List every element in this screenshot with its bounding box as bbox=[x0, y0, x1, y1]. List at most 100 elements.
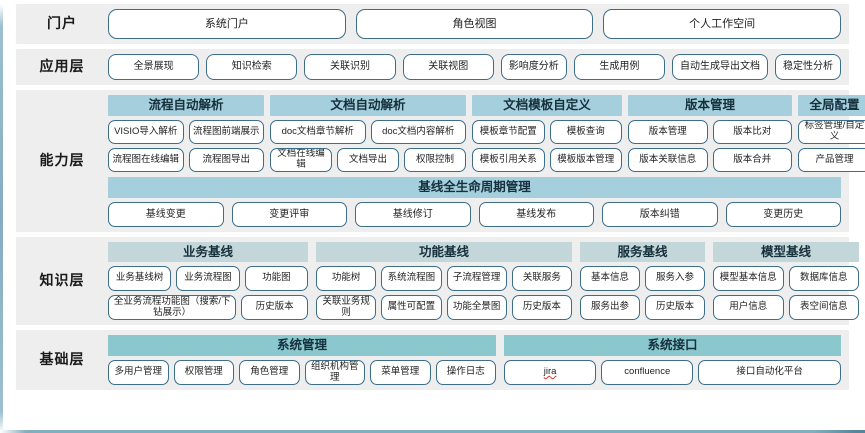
app-item-panorama[interactable]: 全景展现 bbox=[108, 54, 200, 80]
baseline-item-change-history[interactable]: 变更历史 bbox=[725, 202, 841, 227]
capability-group-document-parsing: 文档自动解析 doc文档章节解析 doc文档内容解析 文档在线编辑 文档导出 权… bbox=[270, 95, 466, 172]
cap-cell-template-version-manage[interactable]: 模板版本管理 bbox=[549, 148, 622, 172]
cap-cell-doc-content-parse[interactable]: doc文档内容解析 bbox=[370, 120, 466, 144]
cap-cell-template-reference-relation[interactable]: 模板引用关系 bbox=[472, 148, 545, 172]
layer-portal: 门户 系统门户 角色视图 个人工作空间 bbox=[16, 4, 849, 44]
knowledge-group-row: 服务出参 历史版本 bbox=[580, 295, 705, 320]
kn-cell-history-version[interactable]: 历史版本 bbox=[241, 295, 308, 320]
cap-cell-flowchart-export[interactable]: 流程图导出 bbox=[188, 148, 264, 172]
capability-group-doc-template-custom: 文档模板自定义 模板章节配置 模板查询 模板引用关系 模板版本管理 bbox=[472, 95, 622, 172]
app-item-relation-view[interactable]: 关联视图 bbox=[402, 54, 494, 80]
app-item-auto-export-doc[interactable]: 自动生成导出文档 bbox=[672, 54, 769, 80]
app-item-knowledge-search[interactable]: 知识检索 bbox=[206, 54, 298, 80]
kn-cell-model-basic-info[interactable]: 模型基本信息 bbox=[713, 266, 784, 291]
kn-cell-related-service[interactable]: 关联服务 bbox=[511, 266, 572, 291]
app-item-impact-analysis[interactable]: 影响度分析 bbox=[500, 54, 567, 80]
cap-cell-flowchart-online-edit[interactable]: 流程图在线编辑 bbox=[108, 148, 184, 172]
baseline-item-version-correction[interactable]: 版本纠错 bbox=[602, 202, 718, 227]
layer-label-capability: 能力层 bbox=[39, 152, 85, 169]
cap-cell-visio-import-parse[interactable]: VISIO导入解析 bbox=[108, 120, 184, 144]
base-group-system-interface: 系统接口 jira confluence 接口自动化平台 bbox=[504, 335, 842, 385]
cap-cell-template-chapter-config[interactable]: 模板章节配置 bbox=[472, 120, 545, 144]
layer-body-capability: 流程自动解析 VISIO导入解析 流程图前端展示 流程图在线编辑 流程图导出 文… bbox=[108, 95, 865, 227]
capability-group-row: 版本管理 版本比对 bbox=[628, 120, 792, 144]
baseline-item-release[interactable]: 基线发布 bbox=[478, 202, 594, 227]
base-cell-operation-log[interactable]: 操作日志 bbox=[435, 360, 496, 385]
base-cell-role-manage[interactable]: 角色管理 bbox=[239, 360, 300, 385]
kn-cell-full-business-process-function-chart[interactable]: 全业务流程功能图（搜索/下钻展示） bbox=[108, 295, 237, 320]
cap-cell-version-merge[interactable]: 版本合并 bbox=[712, 148, 792, 172]
layer-body-base: 系统管理 多用户管理 权限管理 角色管理 组织机构管理 菜单管理 操作日志 系统… bbox=[108, 335, 842, 385]
kn-cell-basic-info[interactable]: 基本信息 bbox=[580, 266, 640, 291]
base-cell-jira[interactable]: jira bbox=[504, 360, 597, 385]
base-cell-permission-manage[interactable]: 权限管理 bbox=[173, 360, 234, 385]
capability-group-title: 版本管理 bbox=[628, 95, 792, 116]
capability-group-process-parsing: 流程自动解析 VISIO导入解析 流程图前端展示 流程图在线编辑 流程图导出 bbox=[108, 95, 264, 172]
cap-cell-flowchart-frontend-display[interactable]: 流程图前端展示 bbox=[188, 120, 264, 144]
layer-body-application: 全景展现 知识检索 关联识别 关联视图 影响度分析 生成用例 自动生成导出文档 … bbox=[108, 54, 842, 80]
knowledge-group-row: 用户信息 表空间信息 bbox=[713, 295, 859, 320]
base-cell-multi-user-manage[interactable]: 多用户管理 bbox=[108, 360, 169, 385]
kn-cell-business-flowchart[interactable]: 业务流程图 bbox=[176, 266, 240, 291]
kn-cell-user-info[interactable]: 用户信息 bbox=[713, 295, 784, 320]
cap-cell-doc-chapter-parse[interactable]: doc文档章节解析 bbox=[270, 120, 366, 144]
cap-cell-tag-manage-custom[interactable]: 标签管理/自定义 bbox=[798, 120, 865, 144]
kn-cell-attribute-configurable[interactable]: 属性可配置 bbox=[381, 295, 442, 320]
cap-cell-doc-online-edit[interactable]: 文档在线编辑 bbox=[270, 148, 332, 172]
layer-label-knowledge: 知识层 bbox=[39, 272, 85, 289]
knowledge-group-row: 基本信息 服务入参 bbox=[580, 266, 705, 291]
cap-cell-permission-control[interactable]: 权限控制 bbox=[404, 148, 466, 172]
knowledge-group-row: 业务基线树 业务流程图 功能图 bbox=[108, 266, 308, 291]
knowledge-group-row: 功能树 系统流程图 子流程管理 关联服务 bbox=[316, 266, 572, 291]
knowledge-group-title: 功能基线 bbox=[316, 242, 572, 262]
kn-cell-database-info[interactable]: 数据库信息 bbox=[788, 266, 859, 291]
baseline-item-revision[interactable]: 基线修订 bbox=[355, 202, 471, 227]
capability-group-row: 模板引用关系 模板版本管理 bbox=[472, 148, 622, 172]
kn-cell-function-panorama[interactable]: 功能全景图 bbox=[446, 295, 507, 320]
kn-cell-history-version[interactable]: 历史版本 bbox=[645, 295, 705, 320]
capability-group-row: 流程图在线编辑 流程图导出 bbox=[108, 148, 264, 172]
kn-cell-tablespace-info[interactable]: 表空间信息 bbox=[788, 295, 859, 320]
layer-label-base: 基础层 bbox=[39, 351, 85, 368]
kn-cell-service-input-param[interactable]: 服务入参 bbox=[645, 266, 705, 291]
base-cell-menu-manage[interactable]: 菜单管理 bbox=[370, 360, 431, 385]
kn-cell-related-business-rule[interactable]: 关联业务规则 bbox=[316, 295, 377, 320]
capability-group-title: 文档自动解析 bbox=[270, 95, 466, 116]
capability-baseline-block: 基线全生命周期管理 基线变更 变更评审 基线修订 基线发布 版本纠错 变更历史 bbox=[108, 177, 841, 227]
base-cell-org-structure-manage[interactable]: 组织机构管理 bbox=[304, 360, 365, 385]
base-cell-confluence[interactable]: confluence bbox=[601, 360, 694, 385]
base-group-row: 多用户管理 权限管理 角色管理 组织机构管理 菜单管理 操作日志 bbox=[108, 360, 496, 385]
portal-item-role-view[interactable]: 角色视图 bbox=[355, 9, 594, 39]
cap-cell-template-query[interactable]: 模板查询 bbox=[549, 120, 622, 144]
kn-cell-history-version[interactable]: 历史版本 bbox=[511, 295, 572, 320]
knowledge-group-business-baseline: 业务基线 业务基线树 业务流程图 功能图 全业务流程功能图（搜索/下钻展示） 历… bbox=[108, 242, 308, 320]
layer-body-knowledge: 业务基线 业务基线树 业务流程图 功能图 全业务流程功能图（搜索/下钻展示） 历… bbox=[108, 242, 859, 320]
cap-cell-doc-export[interactable]: 文档导出 bbox=[337, 148, 399, 172]
cap-cell-version-compare[interactable]: 版本比对 bbox=[712, 120, 792, 144]
layer-body-portal: 系统门户 角色视图 个人工作空间 bbox=[108, 9, 842, 39]
kn-cell-subprocess-manage[interactable]: 子流程管理 bbox=[446, 266, 507, 291]
base-group-row: jira confluence 接口自动化平台 bbox=[504, 360, 842, 385]
cap-cell-version-manage[interactable]: 版本管理 bbox=[628, 120, 708, 144]
app-item-stability-analysis[interactable]: 稳定性分析 bbox=[775, 54, 842, 80]
cap-cell-product-manage[interactable]: 产品管理 bbox=[798, 148, 865, 172]
app-item-relation-recognition[interactable]: 关联识别 bbox=[304, 54, 396, 80]
app-item-generate-case[interactable]: 生成用例 bbox=[573, 54, 666, 80]
knowledge-group-title: 模型基线 bbox=[713, 242, 859, 262]
kn-cell-system-flowchart[interactable]: 系统流程图 bbox=[381, 266, 442, 291]
cap-cell-version-relation-info[interactable]: 版本关联信息 bbox=[628, 148, 708, 172]
knowledge-group-service-baseline: 服务基线 基本信息 服务入参 服务出参 历史版本 bbox=[580, 242, 705, 320]
portal-item-system-portal[interactable]: 系统门户 bbox=[108, 9, 346, 39]
layer-label-portal: 门户 bbox=[47, 15, 77, 32]
capability-group-title: 文档模板自定义 bbox=[472, 95, 622, 116]
kn-cell-service-output-param[interactable]: 服务出参 bbox=[580, 295, 640, 320]
kn-cell-function-tree[interactable]: 功能树 bbox=[316, 266, 377, 291]
kn-cell-business-baseline-tree[interactable]: 业务基线树 bbox=[108, 266, 172, 291]
kn-cell-function-chart[interactable]: 功能图 bbox=[244, 266, 308, 291]
baseline-item-change[interactable]: 基线变更 bbox=[108, 202, 224, 227]
base-cell-interface-automation-platform[interactable]: 接口自动化平台 bbox=[698, 360, 842, 385]
baseline-item-change-review[interactable]: 变更评审 bbox=[231, 202, 347, 227]
capability-group-row: 模板章节配置 模板查询 bbox=[472, 120, 622, 144]
portal-item-personal-workspace[interactable]: 个人工作空间 bbox=[603, 9, 842, 39]
